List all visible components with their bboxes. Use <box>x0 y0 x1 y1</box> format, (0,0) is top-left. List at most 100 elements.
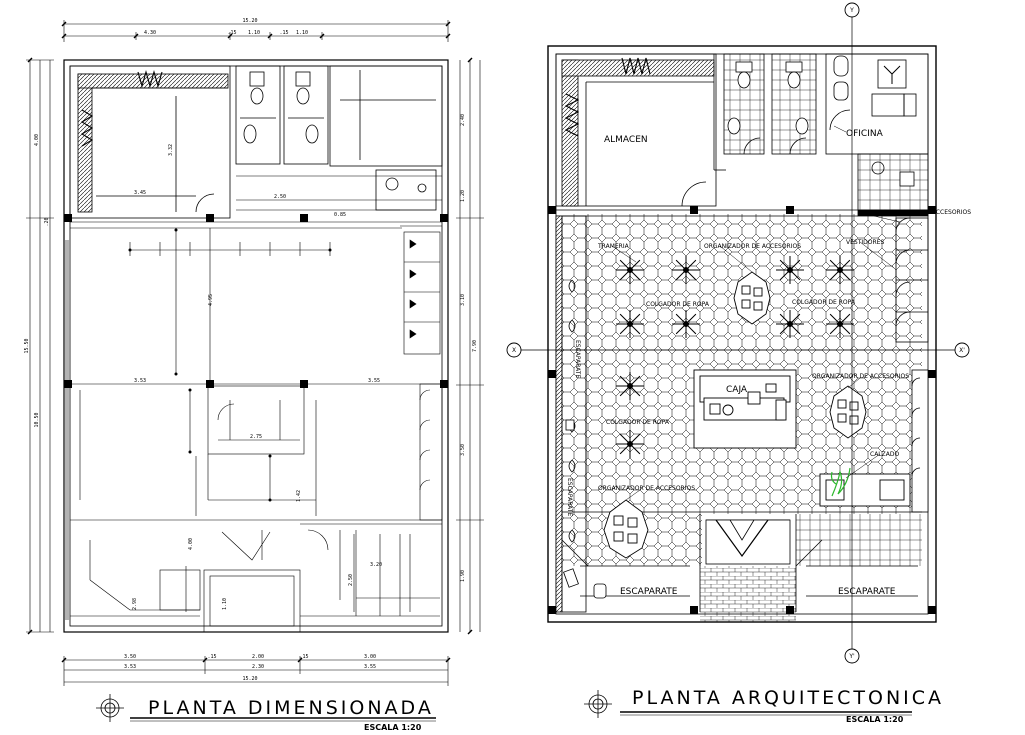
dim-inner-5: 3.53 <box>134 378 146 384</box>
clothing-rack-icon <box>616 372 644 400</box>
clothing-rack-icon <box>672 256 700 284</box>
clothing-rack-icon <box>826 310 854 338</box>
dimension-labels-bottom: 3.50 .15 2.00 .15 3.00 3.53 2.30 3.55 15… <box>124 654 376 682</box>
dim-bottom-4: .15 <box>299 654 308 660</box>
axis-label-left: X <box>512 347 516 354</box>
clothing-rack-icon <box>776 310 804 338</box>
dim-top-1: 4.30 <box>144 30 156 36</box>
toilets-left <box>235 65 329 165</box>
room-labels: ALMACEN OFICINA CAJA CALZADO TRAMERIA VE… <box>566 129 971 597</box>
clothing-rack-icon <box>616 256 644 284</box>
clothing-rack-icon <box>616 310 644 338</box>
dim-inner-14: 3.20 <box>370 562 382 568</box>
title-block-right: PLANTA ARQUITECTONICA ESCALA 1:20 <box>584 687 944 724</box>
label-escaparate-bottom-1: ESCAPARATE <box>620 587 678 597</box>
dim-bottom-6: 3.53 <box>124 664 136 670</box>
dim-bottom-3: 2.00 <box>252 654 264 660</box>
axis-label-bottom: Y' <box>848 653 855 660</box>
label-colgador-2: COLGADOR DE ROPA <box>792 299 856 306</box>
plan-title-arquitectonica: PLANTA ARQUITECTONICA <box>632 687 944 709</box>
leader-lines <box>611 125 901 501</box>
dim-top-5: 1.10 <box>296 30 308 36</box>
calzado-display <box>819 473 911 507</box>
label-oficina: OFICINA <box>846 129 884 139</box>
label-org-acc-right-top: ORGANIZADOR DE ACCESORIOS <box>874 209 971 216</box>
dim-right-total: 7.90 <box>472 340 478 352</box>
plan-scale-right: ESCALA 1:20 <box>846 715 904 724</box>
label-org-acc-bottom: ORGANIZADOR DE ACCESORIOS <box>598 485 695 492</box>
label-escaparate-bottom-2: ESCAPARATE <box>838 587 896 597</box>
axis-marker-bottom: Y' <box>844 648 860 664</box>
caja-counter <box>693 369 797 449</box>
dim-bottom-total: 15.20 <box>242 676 257 682</box>
axis-marker-left: X <box>506 342 522 358</box>
clothing-racks <box>616 256 854 458</box>
north-target-icon <box>96 694 124 722</box>
axis-markers: Y Y' X X' <box>506 2 970 664</box>
organizer-octagon-3 <box>603 499 649 559</box>
outer-dimension-lines <box>26 20 484 686</box>
dim-top-4: .15 <box>279 30 288 36</box>
bathrooms-right <box>723 53 817 155</box>
axis-label-top: Y <box>849 7 854 14</box>
dim-left-1: 4.00 <box>34 134 40 146</box>
dim-left-total: 15.50 <box>24 338 30 353</box>
dim-bottom-5: 3.00 <box>364 654 376 660</box>
axis-marker-top: Y <box>844 2 860 18</box>
north-target-icon-right <box>584 690 612 718</box>
dim-bottom-2: .15 <box>207 654 216 660</box>
dimension-labels-inner: 3.45 2.50 3.32 4.95 3.53 3.55 2.75 2.98 … <box>132 144 382 610</box>
dimension-labels-sides: 4.00 .20 10.50 15.50 2.40 1.20 3.10 3.50… <box>24 114 478 582</box>
label-vestidores: VESTIDORES <box>846 239 884 246</box>
clothing-rack-icon <box>776 256 804 284</box>
structural-columns-left <box>64 214 448 388</box>
label-almacen: ALMACEN <box>604 135 648 145</box>
dim-inner-9: 1.42 <box>296 490 302 502</box>
dim-top-total: 15.20 <box>242 18 257 24</box>
label-org-acc-top: ORGANIZADOR DE ACCESORIOS <box>704 243 801 250</box>
dim-inner-1: 3.45 <box>134 190 146 196</box>
plant-icon <box>830 467 851 497</box>
dim-inner-6: 3.55 <box>368 378 380 384</box>
dim-bottom-7: 2.30 <box>252 664 264 670</box>
label-colgador-1: COLGADOR DE ROPA <box>646 301 710 308</box>
label-trameria: TRAMERIA <box>597 243 630 250</box>
label-escaparate-left-2: ESCAPARATE <box>566 478 573 516</box>
planta-dimensionada: 15.20 4.30 .15 1.10 .15 1.10 3.50 .15 2.… <box>24 18 484 732</box>
dimension-arrows-left <box>128 228 332 502</box>
dim-bottom-1: 3.50 <box>124 654 136 660</box>
organizer-octagon-1 <box>733 271 771 325</box>
clothing-rack-icon <box>826 256 854 284</box>
almacen-room <box>555 53 726 207</box>
label-caja: CAJA <box>726 385 748 395</box>
dim-inner-2: 2.50 <box>274 194 286 200</box>
hall-tiles <box>858 154 928 210</box>
dim-inner-7: 2.75 <box>250 434 262 440</box>
dim-inner-10: 4.00 <box>188 538 194 550</box>
dim-inner-12: 0.85 <box>334 212 346 218</box>
dim-inner-13: 2.50 <box>348 574 354 586</box>
dim-top-2: .15 <box>227 30 236 36</box>
dim-inner-8: 2.98 <box>132 598 138 610</box>
axis-label-right: X' <box>959 347 965 354</box>
floor-tiles-lower-right <box>796 514 922 566</box>
dim-left-3: 10.50 <box>34 412 40 427</box>
oficina-room <box>825 53 929 155</box>
dim-right-2: 1.20 <box>460 190 466 202</box>
office-left <box>329 65 443 211</box>
title-block-left: PLANTA DIMENSIONADA ESCALA 1:20 <box>96 694 436 732</box>
label-colgador-3: COLGADOR DE ROPA <box>606 419 670 426</box>
organizer-octagon-2 <box>829 385 867 439</box>
accessory-organizers <box>603 271 867 559</box>
dim-inner-11: 1.10 <box>222 598 228 610</box>
axis-marker-right: X' <box>954 342 970 358</box>
dim-top-3: 1.10 <box>248 30 260 36</box>
plan-scale-left: ESCALA 1:20 <box>364 723 422 732</box>
grid-axes <box>512 14 966 660</box>
clothing-rack-icon <box>672 310 700 338</box>
dimension-ticks <box>27 21 473 663</box>
dimension-labels-top: 15.20 4.30 .15 1.10 .15 1.10 <box>144 18 308 36</box>
label-escaparate-left-1: ESCAPARATE <box>574 340 581 378</box>
dim-inner-4: 4.95 <box>208 294 214 306</box>
